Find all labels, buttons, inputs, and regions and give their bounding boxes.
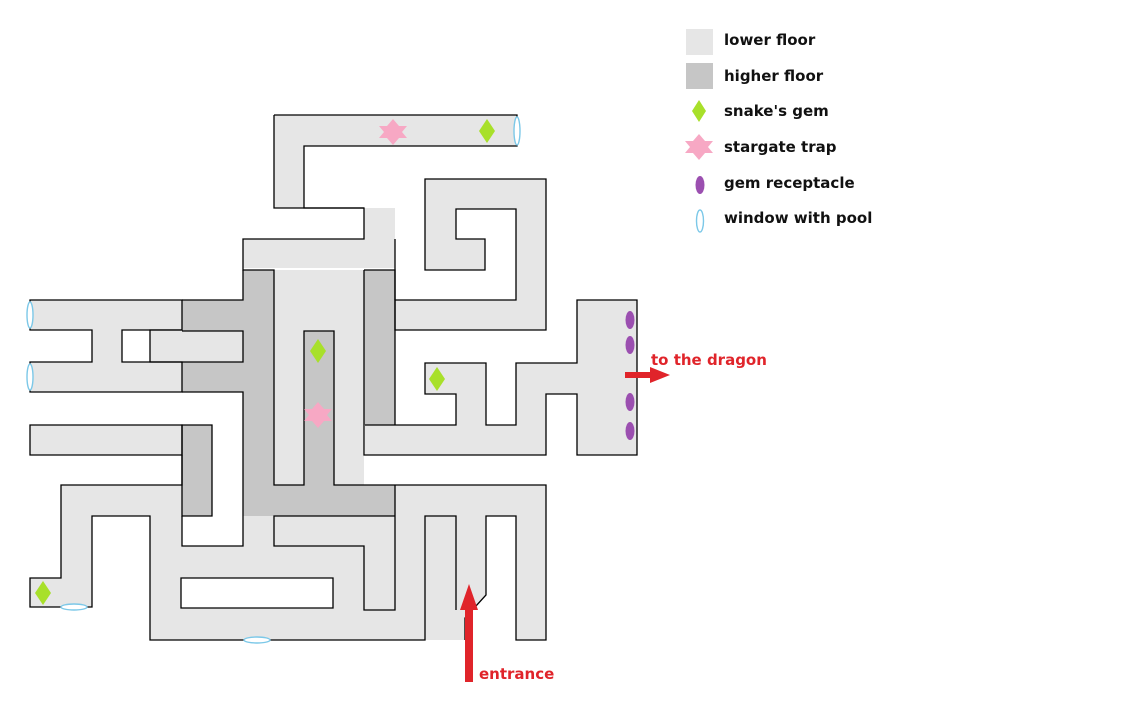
left-h-corridor [30,300,182,392]
bottom-inner-room [274,516,395,610]
entrance-arrow-icon [460,584,478,682]
legend-gem-receptacle: gem receptacle [724,174,855,192]
legend-trap-icon [685,134,713,160]
arrows [460,367,670,682]
legend-lower-floor: lower floor [724,31,816,49]
higher-floor-right-strip [364,270,395,425]
maze-walls [29,114,638,641]
stargate-trap-icon [304,402,332,428]
snakes-gem-icon [479,119,495,143]
legend-gem-icon [692,100,706,122]
windows [26,116,521,644]
traps [304,119,407,428]
pool-window-icon [243,636,271,644]
lower-floor-areas [30,115,637,640]
to-dragon-arrow-icon [625,367,670,383]
pool-window-icon [513,116,521,146]
pool-window-icon [26,301,34,329]
right-corridor [365,300,637,455]
central-lower-corridor [274,270,364,485]
snakes-gem-icon [310,339,326,363]
legend-window-icon [695,209,705,233]
gem-receptacle-icon [625,336,635,354]
to-dragon-label: to the dragon [651,351,767,369]
snakes-gem-icon [35,581,51,605]
legend-higher-floor: higher floor [724,67,824,85]
legend-snakes-gem: snake's gem [724,102,829,120]
higher-floor-areas [182,270,395,516]
gems [35,119,495,605]
stargate-trap-icon [379,119,407,145]
spiral-corridor [395,179,546,330]
gem-receptacle-icon [625,393,635,411]
pool-window-icon [60,603,88,611]
legend-window-with-pool: window with pool [724,209,872,227]
legend-stargate-trap: stargate trap [724,138,837,156]
left-middle-corridor [30,425,182,455]
bottom-inner-room-2 [181,578,333,608]
pool-window-icon [26,363,34,391]
left-upper-arm [150,331,243,362]
lower-floor-swatch [686,29,713,55]
legend: lower floor higher floor snake's gem sta… [685,29,872,233]
entrance-label: entrance [479,665,554,683]
snakes-gem-icon [429,367,445,391]
gem-receptacle-icon [625,422,635,440]
higher-floor-main [182,270,395,516]
higher-floor-swatch [686,63,713,89]
higher-floor-left-block [182,425,212,516]
gem-receptacle-icon [625,311,635,329]
receptacles [625,311,635,440]
legend-receptacle-icon [695,176,705,194]
